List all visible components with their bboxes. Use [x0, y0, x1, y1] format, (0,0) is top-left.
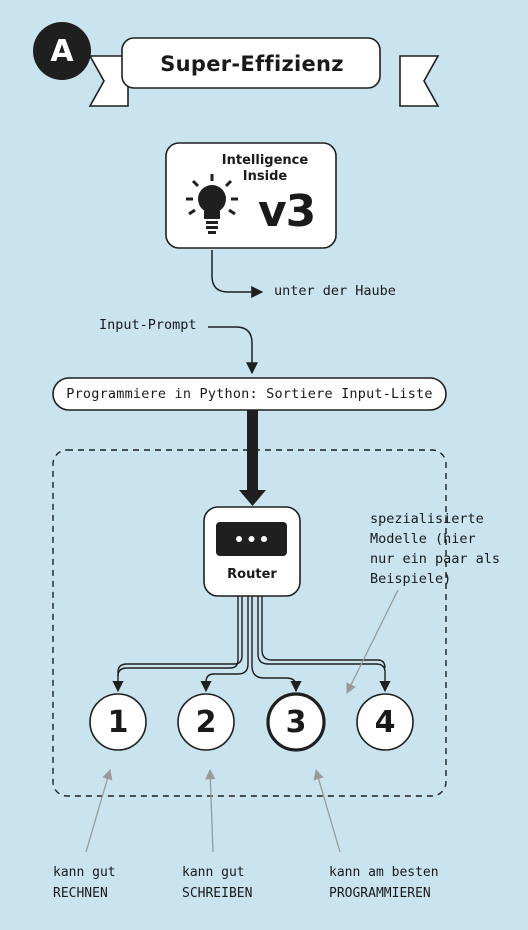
model-number-1: 1	[107, 704, 129, 740]
specialized-line2: Modelle (hier	[370, 531, 476, 547]
caption-1-line1: kann gut	[53, 865, 116, 880]
model-circle-1	[89, 693, 147, 751]
caption-1-line2: RECHNEN	[53, 886, 108, 901]
under-hood-arrow	[211, 250, 264, 298]
model-number-4: 4	[374, 704, 396, 740]
caption-model-2: kann gut SCHREIBEN	[182, 862, 252, 904]
chip-label: Intelligence Inside	[210, 153, 320, 185]
caption-model-1: kann gut RECHNEN	[53, 862, 116, 904]
model-circle-2	[177, 693, 235, 751]
caption-2-line1: kann gut	[182, 865, 245, 880]
input-prompt-arrow	[208, 326, 258, 375]
thick-arrow	[239, 410, 266, 506]
pointer-arrows	[85, 589, 399, 853]
specialized-models-note: spezialisierte Modelle (hier nur ein paa…	[370, 509, 500, 589]
chip-label-line2: Inside	[242, 169, 288, 184]
input-box-text: Programmiere in Python: Sortiere Input-L…	[66, 386, 433, 402]
specialized-line1: spezialisierte	[370, 511, 484, 527]
model-number-3: 3	[285, 704, 307, 740]
caption-3-line2: PROGRAMMIEREN	[329, 886, 431, 901]
input-prompt-label: Input-Prompt	[99, 317, 197, 333]
specialized-line4: Beispiele)	[370, 571, 452, 587]
page-title: Super-Effizienz	[160, 52, 344, 76]
model-circle-3	[266, 692, 326, 752]
router-label: Router	[227, 567, 277, 582]
title-banner	[88, 37, 440, 107]
chip-version: v3	[258, 186, 316, 237]
router-icon	[216, 522, 287, 556]
specialized-line3: nur ein paar als	[370, 551, 501, 567]
model-number-2: 2	[195, 704, 217, 740]
caption-model-3: kann am besten PROGRAMMIEREN	[329, 862, 439, 904]
caption-3-line1: kann am besten	[329, 865, 439, 880]
under-hood-label: unter der Haube	[274, 283, 396, 299]
section-badge: A	[33, 22, 91, 80]
model-circle-4	[356, 693, 414, 751]
router-branches	[112, 596, 391, 693]
caption-2-line2: SCHREIBEN	[182, 886, 253, 901]
lightbulb-icon	[186, 174, 238, 234]
chip-label-line1: Intelligence	[221, 153, 309, 168]
